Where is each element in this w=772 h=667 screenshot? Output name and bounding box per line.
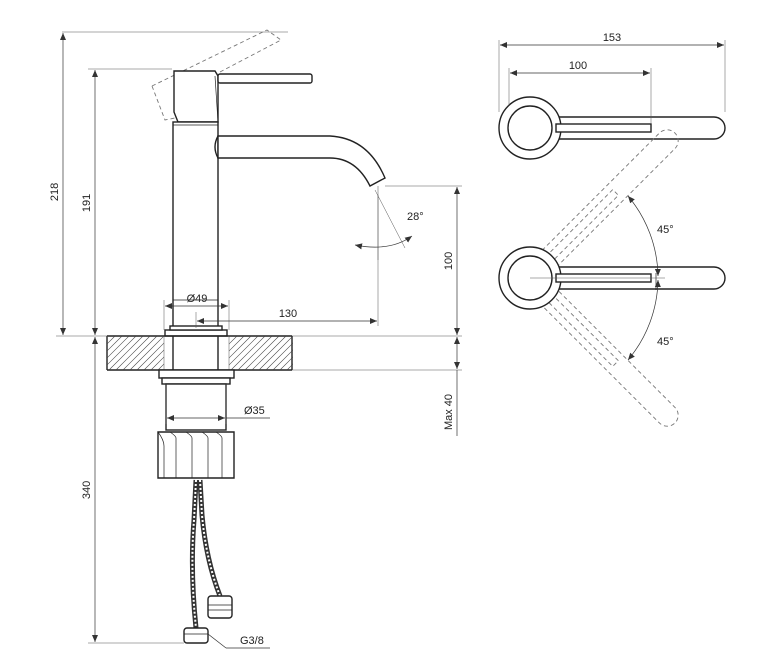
dim-rotation-up-label: 45° [657,224,674,236]
faucet-rotation-view: 45° 45° [498,129,726,427]
faucet-top-view: 153 100 [498,32,726,160]
hose-nut-left [183,627,209,644]
spout [214,135,386,187]
dim-rotation-down-label: 45° [657,336,674,348]
dim-lever-length: 100 [508,60,652,124]
dim-spout-height-label: 100 [443,252,455,270]
dim-height-to-handle: 191 [81,68,172,335]
dim-hose-thread: G3/8 [207,633,270,649]
dim-spout-angle: 28° [354,186,424,260]
dim-shank-diameter: Ø35 [165,384,270,424]
dim-hose-length-label: 340 [81,481,93,499]
dim-lever-total: 153 [498,32,726,112]
dim-body-diameter: Ø49 [163,293,230,330]
dim-body-diameter-label: Ø49 [187,293,208,305]
handle [173,70,313,123]
dim-max-thickness: Max 40 [292,337,462,436]
faucet-side-view: 218 191 Ø49 130 100 [49,29,462,649]
dim-hose-length: 340 [81,337,184,644]
dim-max-thickness-label: Max 40 [443,394,455,430]
dim-spout-reach-label: 130 [279,308,297,320]
hose-nut-right [207,595,233,619]
dim-lever-length-label: 100 [569,60,587,72]
mounting-nut [157,369,235,479]
counter-slab [106,335,293,371]
supply-hoses [183,479,233,644]
dim-lever-total-label: 153 [603,32,621,44]
dim-hose-thread-label: G3/8 [240,635,264,647]
dim-spout-height: 100 [292,185,462,337]
dim-total-height-label: 218 [49,183,61,201]
dim-height-to-handle-label: 191 [81,194,93,212]
dim-shank-diameter-label: Ø35 [244,405,265,417]
dim-spout-angle-label: 28° [407,211,424,223]
dim-total-height: 218 [49,31,288,337]
dim-spout-reach: 130 [195,195,379,328]
